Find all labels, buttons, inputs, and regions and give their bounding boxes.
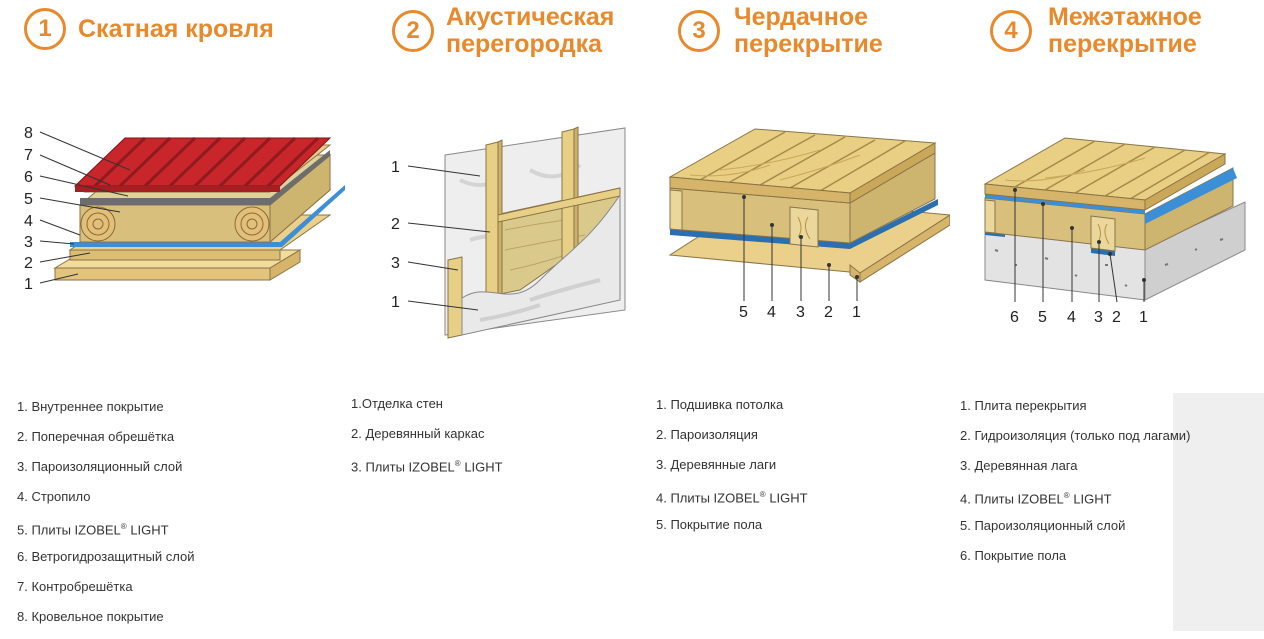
legend-item: 3. Плиты IZOBEL® LIGHT [351,459,503,475]
partition-callout-1-top: 1 [391,159,400,176]
panel-3-legend: 1. Подшивка потолка 2. Пароизоляция 3. Д… [656,397,808,547]
legend-item: 4. Плиты IZOBEL® LIGHT [960,491,1112,507]
legend-item: 5. Покрытие пола [656,517,763,532]
panel-3-number-badge: 3 [678,10,720,52]
roof-callout-2: 2 [24,255,33,272]
legend-item: 1. Внутреннее покрытие [17,399,164,414]
acoustic-partition-diagram: 1 2 3 1 [391,126,626,339]
partition-callout-2: 2 [391,216,400,233]
panel-1-header: 1 Скатная кровля [24,8,274,50]
legend-item: 2. Гидроизоляция (только под лагами) [960,428,1191,443]
legend-item: 6. Покрытие пола [960,548,1067,563]
legend-item: 1. Подшивка потолка [656,397,784,412]
interfloor-slab-diagram: 6 5 4 3 2 1 [983,137,1246,326]
legend-item: 8. Кровельное покрытие [17,609,164,624]
legend-item: 3. Деревянная лага [960,458,1078,473]
roof-callout-1: 1 [24,276,33,293]
panel-3-header: 3 Чердачное перекрытие [678,4,883,58]
attic-floor-diagram: 5 4 3 2 1 [668,128,950,321]
legend-item: 3. Пароизоляционный слой [17,459,183,474]
slab-callout-4: 4 [1067,309,1076,326]
roof-callout-3: 3 [24,234,33,251]
slab-callout-1: 1 [1139,309,1148,326]
attic-callout-3: 3 [796,304,805,321]
panel-1-number-badge: 1 [24,8,66,50]
legend-item: 5. Пароизоляционный слой [960,518,1126,533]
panel-1-title: Скатная кровля [78,14,274,43]
background-block [1173,393,1264,631]
panel-2-number-badge: 2 [392,10,434,52]
legend-item: 3. Деревянные лаги [656,457,777,472]
slab-callout-6: 6 [1010,309,1019,326]
panel-1-legend: 1. Внутреннее покрытие 2. Поперечная обр… [17,399,194,639]
legend-item: 1.Отделка стен [351,396,443,411]
legend-item: 6. Ветрогидрозащитный слой [17,549,195,564]
legend-item: 1. Плита перекрытия [960,398,1087,413]
panel-2-title: Акустическая перегородка [446,3,615,58]
attic-callout-2: 2 [824,304,833,321]
partition-callout-1-bottom: 1 [391,294,400,311]
attic-callout-1: 1 [852,304,861,321]
panel-2-header: 2 Акустическая перегородка [392,4,614,58]
legend-item: 4. Плиты IZOBEL® LIGHT [656,490,808,506]
panel-4-header: 4 Межэтажное перекрытие [990,4,1202,58]
roof-callout-8: 8 [24,125,33,142]
roof-callout-5: 5 [24,191,33,208]
panel-4-number-badge: 4 [990,10,1032,52]
roof-callout-7: 7 [24,147,33,164]
attic-callout-4: 4 [767,304,776,321]
panel-2-legend: 1.Отделка стен 2. Деревянный каркас 3. П… [351,396,503,486]
legend-item: 2. Деревянный каркас [351,426,485,441]
panel-4-legend: 1. Плита перекрытия 2. Гидроизоляция (то… [960,398,1190,578]
partition-callout-3: 3 [391,255,400,272]
legend-item: 7. Контробрешётка [17,579,133,594]
legend-item: 2. Пароизоляция [656,427,758,442]
legend-item: 4. Стропило [17,489,91,504]
legend-item: 2. Поперечная обрешётка [17,429,175,444]
slab-callout-2: 2 [1112,309,1121,326]
slab-callout-5: 5 [1038,309,1047,326]
panel-3-title: Чердачное перекрытие [734,3,883,58]
roof-callout-6: 6 [24,169,33,186]
legend-item: 5. Плиты IZOBEL® LIGHT [17,522,169,538]
attic-callout-5: 5 [739,304,748,321]
pitched-roof-diagram: 8 7 6 5 4 3 2 1 [24,125,345,293]
panel-4-title: Межэтажное перекрытие [1048,3,1202,58]
roof-callout-4: 4 [24,213,33,230]
slab-callout-3: 3 [1094,309,1103,326]
